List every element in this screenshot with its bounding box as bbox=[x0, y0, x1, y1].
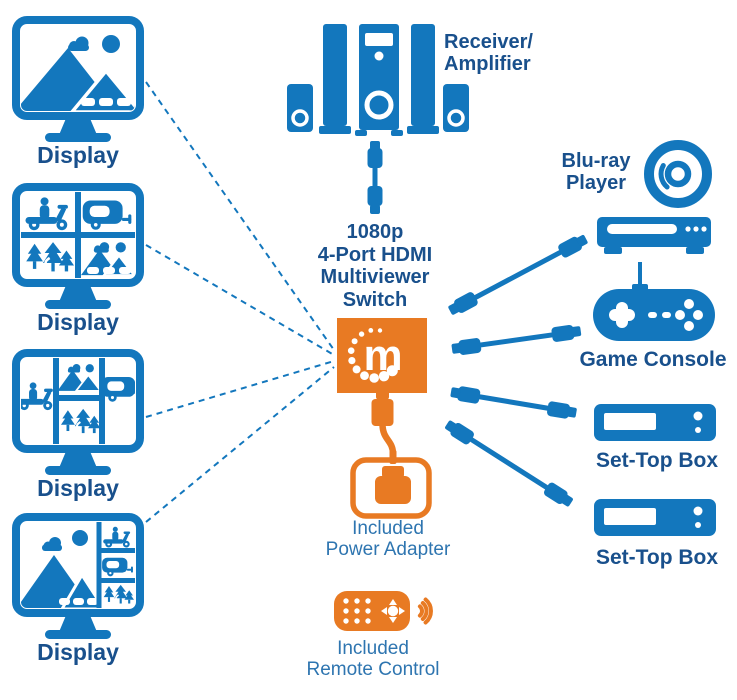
display-4-label: Display bbox=[37, 639, 119, 665]
hdmi-cable-settop-1 bbox=[450, 386, 577, 419]
ir-waves-icon bbox=[417, 597, 433, 625]
receiver-amplifier-icon bbox=[287, 24, 469, 136]
dashed-link-display-2 bbox=[145, 244, 335, 356]
hdmi-cable-settop-2 bbox=[445, 420, 573, 507]
remote-control-icon bbox=[334, 591, 433, 631]
bluray-label: Blu-ray Player bbox=[561, 150, 631, 194]
switch-title: 1080p 4-Port HDMI Multiviewer Switch bbox=[317, 221, 433, 311]
bluray-player-icon bbox=[597, 217, 711, 254]
manhattan-logo: m bbox=[347, 328, 403, 383]
power-adapter-label: Included Power Adapter bbox=[325, 518, 451, 560]
display-4-monitor-icon bbox=[12, 513, 144, 639]
display-1-monitor-icon bbox=[12, 16, 144, 142]
settop-box-2-icon bbox=[594, 499, 716, 536]
display-1-label: Display bbox=[37, 142, 119, 168]
display-2-label: Display bbox=[37, 309, 119, 335]
switch-box: m bbox=[337, 318, 427, 393]
settop-box-2-label: Set-Top Box bbox=[595, 546, 719, 569]
dashed-link-display-4 bbox=[145, 366, 335, 523]
display-2-monitor-icon bbox=[12, 183, 144, 309]
hdmi-cable-bluray bbox=[448, 234, 588, 315]
dashed-link-display-3 bbox=[145, 360, 335, 418]
settop-box-1-icon bbox=[594, 404, 716, 441]
bluray-disc-icon bbox=[644, 140, 712, 208]
game-console-icon bbox=[593, 262, 715, 341]
display-3-label: Display bbox=[37, 475, 119, 501]
settop-box-1-label: Set-Top Box bbox=[595, 449, 719, 472]
game-console-label: Game Console bbox=[579, 348, 727, 371]
power-adapter-icon bbox=[350, 390, 432, 519]
display-3-monitor-icon bbox=[12, 349, 144, 475]
hdmi-cable-game-console bbox=[451, 324, 582, 355]
logo-letter: m bbox=[363, 331, 402, 380]
hdmi-cable-receiver bbox=[367, 141, 383, 214]
remote-control-label: Included Remote Control bbox=[306, 638, 440, 680]
receiver-amplifier-label: Receiver/ Amplifier bbox=[444, 31, 533, 75]
